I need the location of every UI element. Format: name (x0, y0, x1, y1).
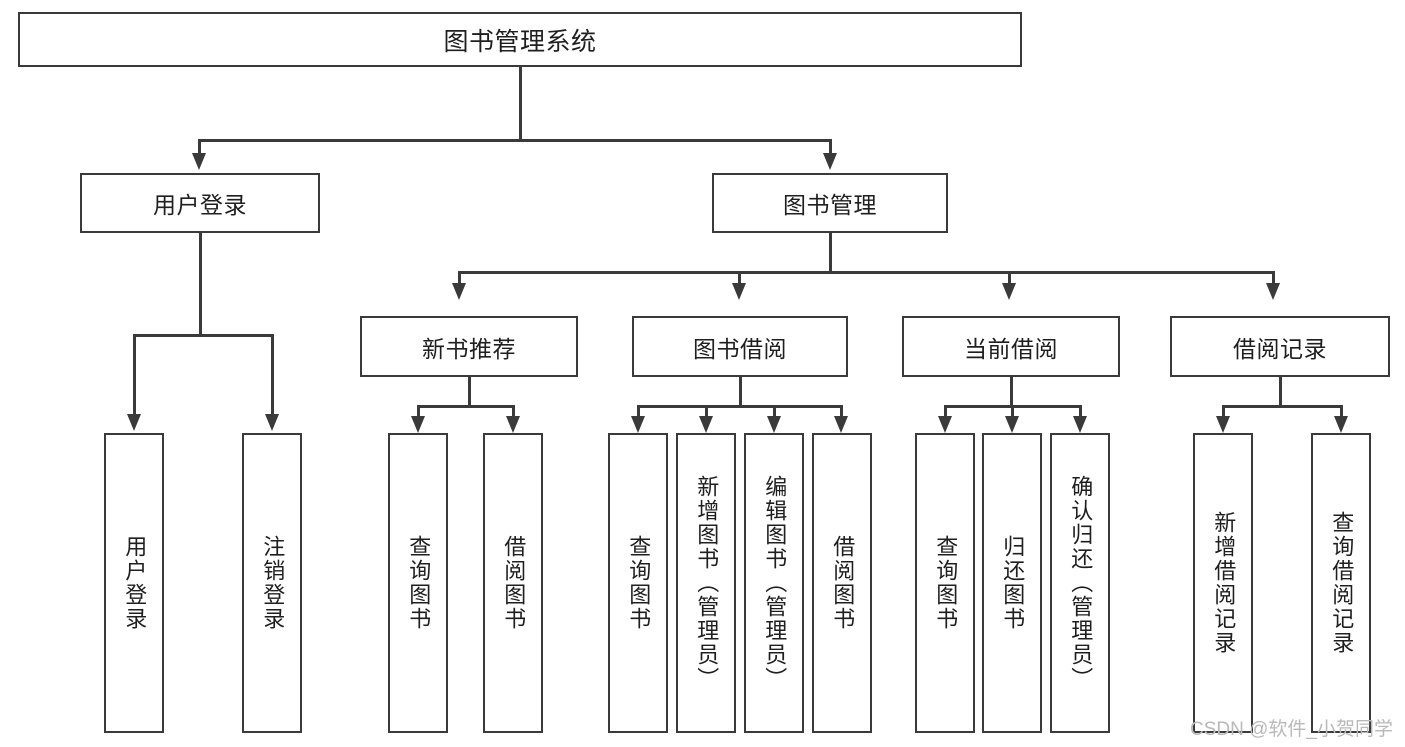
arrowhead-to-book-borrow (732, 283, 746, 300)
node-book-borrow[interactable]: 图书借阅 (632, 316, 848, 377)
node-label: 用户登录 (153, 192, 247, 218)
connector-root-to-book-management (829, 139, 832, 157)
leaf-label: 查询图书 (933, 535, 959, 631)
leaf-label: 归还图书 (1000, 535, 1026, 631)
leaf-nbr-query-book[interactable]: 查询图书 (388, 433, 448, 733)
arrowhead-nbr-to-query-book (411, 416, 425, 433)
leaf-cb-confirm-return[interactable]: 确认归还（管理员） (1050, 433, 1110, 733)
connector-to-book-borrow (738, 271, 741, 285)
arrowhead-cb-to-return-book (1005, 416, 1019, 433)
node-label: 图书管理系统 (443, 27, 597, 56)
arrowhead-br-to-add-record (1216, 416, 1230, 433)
leaf-label: 新增借阅记录 (1211, 511, 1237, 655)
connector-cb-to-confirm-return (1079, 405, 1082, 419)
leaf-label: 新增图书（管理员） (694, 475, 720, 691)
connector-to-borrow-record (1272, 271, 1275, 285)
arrowhead-user-login-to-login (127, 414, 141, 431)
leaf-label: 查询图书 (406, 535, 432, 631)
connector-to-current-borrow (1008, 271, 1011, 285)
arrowhead-cb-to-query-book (938, 416, 952, 433)
leaf-nbr-borrow-book[interactable]: 借阅图书 (483, 433, 543, 733)
connector-cb-to-return-book (1011, 405, 1014, 419)
connector-bb-to-edit-book (773, 405, 776, 419)
node-label: 图书管理 (783, 192, 877, 218)
leaf-bb-edit-book[interactable]: 编辑图书（管理员） (744, 433, 804, 733)
arrowhead-cb-to-confirm-return (1073, 416, 1087, 433)
arrowhead-user-login-to-logout (265, 414, 279, 431)
connector-book-management-stem (829, 233, 832, 273)
connector-to-new-book-recommend (458, 271, 461, 285)
leaf-cb-query-book[interactable]: 查询图书 (915, 433, 975, 733)
leaf-bb-add-book[interactable]: 新增图书（管理员） (676, 433, 736, 733)
connector-user-login-to-login (133, 334, 136, 416)
node-new-book-recommend[interactable]: 新书推荐 (360, 316, 578, 377)
node-root-book-management-system[interactable]: 图书管理系统 (18, 12, 1022, 67)
connector-root-to-user-login (198, 139, 201, 157)
arrowhead-to-current-borrow (1002, 283, 1016, 300)
connector-bb-to-borrow-book (840, 405, 843, 419)
leaf-label: 查询图书 (626, 535, 652, 631)
leaf-label: 注销登录 (260, 535, 286, 631)
arrowhead-root-to-user-login (192, 153, 206, 170)
leaf-user-logout[interactable]: 注销登录 (242, 433, 302, 733)
leaf-label: 借阅图书 (501, 535, 527, 631)
leaf-label: 用户登录 (122, 535, 148, 631)
arrowhead-br-to-query-record (1334, 416, 1348, 433)
connector-current-borrow-stem (1010, 377, 1013, 407)
connector-nbr-to-query-book (417, 405, 420, 419)
connector-root-bus (198, 139, 831, 142)
connector-cb-to-query-book (944, 405, 947, 419)
connector-book-borrow-stem (739, 377, 742, 407)
node-user-login[interactable]: 用户登录 (80, 173, 320, 233)
node-book-management[interactable]: 图书管理 (712, 173, 948, 233)
leaf-cb-return-book[interactable]: 归还图书 (982, 433, 1042, 733)
arrowhead-to-borrow-record (1266, 283, 1280, 300)
connector-user-login-stem (199, 233, 202, 336)
connector-book-management-bus (458, 271, 1274, 274)
arrowhead-to-new-book-recommend (452, 283, 466, 300)
leaf-label: 编辑图书（管理员） (762, 475, 788, 691)
connector-borrow-record-bus (1222, 405, 1342, 408)
node-label: 借阅记录 (1233, 335, 1327, 362)
arrowhead-bb-to-query-book (631, 416, 645, 433)
connector-user-login-bus (133, 334, 273, 337)
node-label: 当前借阅 (964, 335, 1058, 362)
connector-bb-to-add-book (705, 405, 708, 419)
node-label: 图书借阅 (693, 335, 787, 362)
node-borrow-record[interactable]: 借阅记录 (1170, 316, 1390, 377)
arrowhead-bb-to-add-book (699, 416, 713, 433)
connector-new-book-recommend-stem (468, 377, 471, 407)
leaf-br-add-record[interactable]: 新增借阅记录 (1193, 433, 1253, 733)
leaf-user-login[interactable]: 用户登录 (104, 433, 164, 733)
connector-new-book-recommend-bus (417, 405, 514, 408)
leaf-bb-query-book[interactable]: 查询图书 (608, 433, 668, 733)
connector-br-to-add-record (1222, 405, 1225, 419)
connector-bb-to-query-book (637, 405, 640, 419)
connector-user-login-to-logout (271, 334, 274, 416)
leaf-label: 查询借阅记录 (1329, 511, 1355, 655)
leaf-br-query-record[interactable]: 查询借阅记录 (1311, 433, 1371, 733)
connector-br-to-query-record (1340, 405, 1343, 419)
leaf-label: 确认归还（管理员） (1068, 475, 1094, 691)
leaf-bb-borrow-book[interactable]: 借阅图书 (812, 433, 872, 733)
connector-book-borrow-bus (637, 405, 842, 408)
connector-nbr-to-borrow-book (512, 405, 515, 419)
connector-borrow-record-stem (1279, 377, 1282, 407)
arrowhead-bb-to-borrow-book (834, 416, 848, 433)
arrowhead-bb-to-edit-book (767, 416, 781, 433)
leaf-label: 借阅图书 (830, 535, 856, 631)
arrowhead-root-to-book-management (823, 153, 837, 170)
arrowhead-nbr-to-borrow-book (506, 416, 520, 433)
node-current-borrow[interactable]: 当前借阅 (902, 316, 1120, 377)
node-label: 新书推荐 (422, 335, 516, 362)
connector-root-stem (519, 67, 522, 141)
